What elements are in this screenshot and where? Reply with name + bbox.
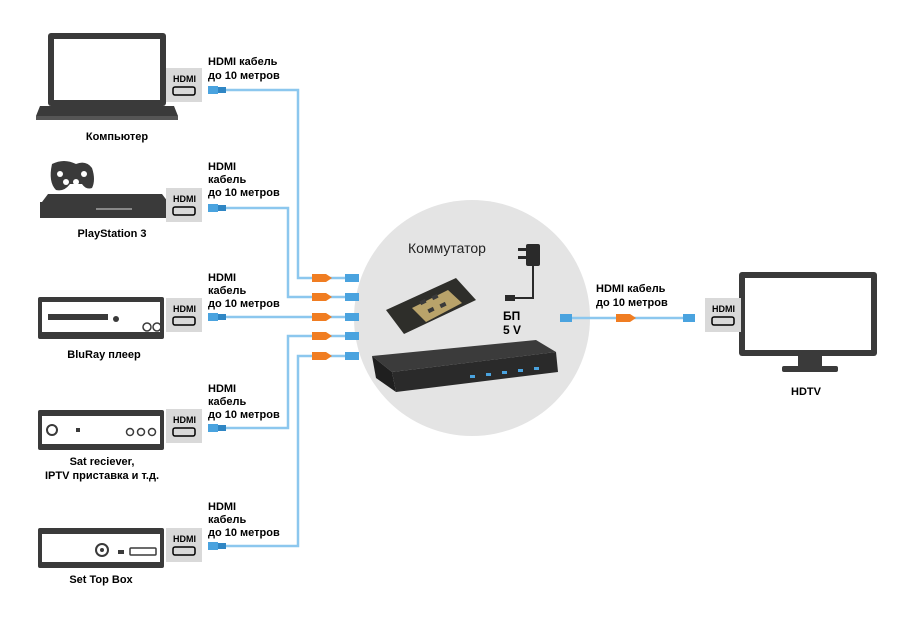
device-label-stb: Set Top Box: [69, 574, 133, 586]
cable-playstation: [225, 206, 345, 299]
port-label-playstation: HDMI: [173, 194, 196, 204]
sat-receiver-icon: [38, 410, 164, 450]
port-label-computer: HDMI: [173, 74, 196, 84]
laptop-icon: [36, 33, 178, 120]
laptop-hdmi-port: HDMI: [166, 68, 202, 102]
device-label-tv: HDTV: [791, 386, 822, 398]
svg-text:HDMI: HDMI: [208, 161, 236, 173]
svg-text:кабель: кабель: [208, 174, 247, 186]
port-label-sat: HDMI: [173, 415, 196, 425]
svg-text:HDMI: HDMI: [208, 501, 236, 513]
playstation-hdmi-port: HDMI: [166, 188, 202, 222]
bluray-player-icon: [38, 297, 164, 339]
svg-text:до 10 метров: до 10 метров: [208, 527, 280, 539]
psu-label-line1: БП: [503, 309, 520, 323]
cable-label-bluray: HDMI кабель до 10 метров: [208, 272, 280, 310]
bluray-hdmi-port: HDMI: [166, 298, 202, 332]
device-plugs: [208, 86, 226, 550]
svg-text:до 10 метров: до 10 метров: [208, 298, 280, 310]
port-label-bluray: HDMI: [173, 304, 196, 314]
svg-text:до 10 метров: до 10 метров: [208, 70, 280, 82]
switch-title: Коммутатор: [408, 240, 486, 256]
svg-text:кабель: кабель: [208, 396, 247, 408]
plug-bluray: [208, 313, 226, 321]
svg-text:HDMI кабель: HDMI кабель: [596, 283, 666, 295]
svg-text:HDMI кабель: HDMI кабель: [208, 56, 278, 68]
cable-label-computer: HDMI кабель до 10 метров: [208, 56, 280, 82]
plug-stb: [208, 542, 226, 550]
svg-text:до 10 метров: до 10 метров: [208, 409, 280, 421]
cable-label-stb: HDMI кабель до 10 метров: [208, 501, 280, 539]
device-label-playstation: PlayStation 3: [77, 228, 146, 240]
cable-label-sat: HDMI кабель до 10 метров: [208, 383, 280, 421]
set-top-box-icon: [38, 528, 164, 568]
plug-playstation: [208, 204, 226, 212]
psu-label-line2: 5 V: [503, 323, 521, 337]
svg-text:кабель: кабель: [208, 514, 247, 526]
device-label-computer: Компьютер: [86, 131, 148, 143]
gamepad-icon: [50, 161, 94, 191]
svg-text:кабель: кабель: [208, 285, 247, 297]
device-label-bluray: BluRay плеер: [67, 349, 141, 361]
power-adapter-icon: [505, 244, 540, 301]
device-label-sat-line2: IPTV приставка и т.д.: [45, 470, 159, 482]
switch-plugs: [312, 274, 359, 360]
switch-area-circle: [354, 200, 590, 436]
device-label-sat-line1: Sat reciever,: [70, 456, 135, 468]
cable-label-output: HDMI кабель до 10 метров: [596, 283, 668, 309]
port-label-tv: HDMI: [712, 304, 735, 314]
tv-hdmi-port: HDMI: [705, 298, 741, 332]
plug-sat: [208, 424, 226, 432]
svg-text:HDMI: HDMI: [208, 383, 236, 395]
tv-icon: [739, 272, 877, 372]
svg-text:до 10 метров: до 10 метров: [596, 297, 668, 309]
svg-text:до 10 метров: до 10 метров: [208, 187, 280, 199]
stb-hdmi-port: HDMI: [166, 528, 202, 562]
output-plugs: [560, 314, 695, 322]
port-label-stb: HDMI: [173, 534, 196, 544]
hdmi-switch-box-icon: [372, 340, 558, 392]
playstation-icon: [40, 194, 168, 218]
svg-text:HDMI: HDMI: [208, 272, 236, 284]
plug-computer: [208, 86, 226, 94]
cable-label-playstation: HDMI кабель до 10 метров: [208, 161, 280, 199]
sat-hdmi-port: HDMI: [166, 409, 202, 443]
remote-control-icon: [386, 278, 476, 334]
